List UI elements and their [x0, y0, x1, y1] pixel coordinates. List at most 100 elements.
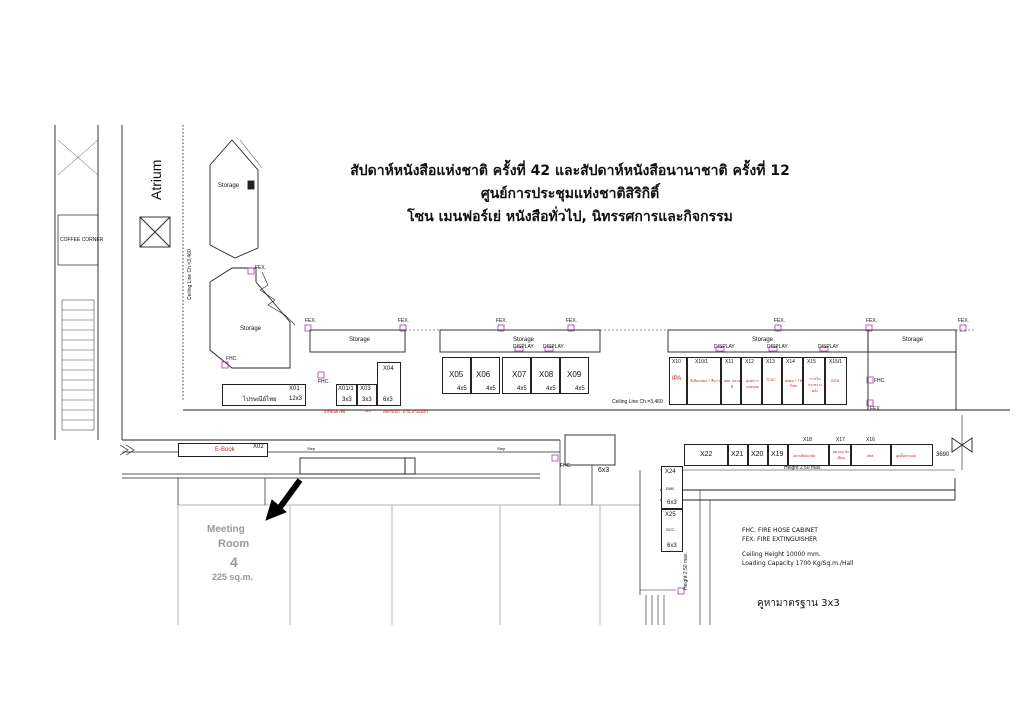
- meeting-room-label: Meeting: [207, 524, 245, 535]
- booth-x12[interactable]: X12 ศูนย์การ แสดงผล: [741, 357, 762, 405]
- booth-size: 6x3: [667, 500, 677, 506]
- meeting-room-word: Room: [218, 538, 250, 550]
- booth-x17[interactable]: X17 สมาคม นักเขียน: [829, 437, 851, 466]
- standard-booth-note: คูหามาตรฐาน 3x3: [757, 598, 840, 609]
- height-note-vertical: Height 2.50 max.: [683, 552, 689, 590]
- booth-id: X15: [807, 359, 816, 365]
- booth-x10-1[interactable]: X10/1 มีเดียแพลน + สีขาว: [687, 357, 721, 405]
- display-label-2: DISPLAY: [543, 344, 564, 350]
- ceiling-line-label-v: Ceiling Line Ch.=3,460: [187, 249, 193, 300]
- fhc-label-3: FHC.: [874, 378, 886, 384]
- booth-x25[interactable]: X25 SCC. 6x3: [661, 509, 683, 552]
- meeting-room-number: 4: [230, 554, 238, 570]
- booth-id: X24: [665, 469, 676, 475]
- step-label-2: Step: [497, 446, 506, 451]
- booth-name: สสสุข + TK Park: [784, 379, 803, 388]
- booth-size: 4x5: [457, 386, 467, 392]
- booth-name: ตลท.: [666, 486, 675, 491]
- fex-label-6: FEX.: [774, 318, 786, 324]
- booth-x10[interactable]: X10 IPA: [669, 357, 687, 405]
- booth-id: X12: [745, 359, 754, 365]
- fex-label-5: FEX.: [566, 318, 578, 324]
- booth-id: X04: [383, 366, 394, 372]
- booth-name: SCB: [831, 378, 840, 383]
- booth-x08[interactable]: X08 4x5: [531, 357, 560, 394]
- booth-x09[interactable]: X09 4x5: [560, 357, 589, 394]
- display-label-1: DISPLAY: [513, 344, 534, 350]
- booth-x01[interactable]: X01 ไปรษณีย์ไทย 12x3: [222, 384, 306, 406]
- fhc-label-1: FHC.: [226, 356, 238, 362]
- booth-id: X06: [476, 370, 491, 379]
- booth-name: SCC.: [666, 527, 676, 532]
- fex-label-8: FEX.: [958, 318, 970, 324]
- booth-size: 6x3: [667, 543, 677, 549]
- meeting-room-size: 225 sq.m.: [212, 572, 254, 582]
- fex-label-1: FEX.: [255, 265, 267, 271]
- ceiling-line-label: Ceiling Line Ch.=3,460: [612, 399, 663, 405]
- booth-id: X19: [771, 451, 784, 458]
- step-label-1: Step: [307, 446, 316, 451]
- zone-name: โซน เมนฟอร์เย่ หนังสือทั่วไป, นิทรรศการแ…: [407, 209, 733, 225]
- booth-x15[interactable]: X15 การเงิน กระทรวง คลัง: [803, 357, 825, 405]
- booth-id: X18: [803, 437, 812, 443]
- booth-x13[interactable]: X13 TCDC: [762, 357, 782, 405]
- booth-id: X15/1: [829, 359, 843, 365]
- booth-x18[interactable]: X18 อบรมศิลปแฟน: [788, 437, 829, 466]
- fex-label-2: FEX.: [305, 318, 317, 324]
- venue-name: ศูนย์การประชุมแห่งชาติสิริกิติ์: [480, 186, 660, 202]
- booth-id: X05: [449, 370, 464, 379]
- booth-x04[interactable]: X04 6x3: [377, 362, 401, 406]
- legend-loading: Loading Capacity 1700 Kg/Sq.m./Hall: [742, 560, 854, 567]
- storage-label-3: Storage: [349, 337, 371, 343]
- booth-x24[interactable]: X24 ตลท. 6x3: [661, 466, 683, 509]
- booth-name: E-Book: [215, 447, 235, 453]
- booth-x20[interactable]: X20: [748, 444, 768, 466]
- booth-size: 4x5: [486, 386, 496, 392]
- booth-id: X10: [672, 359, 681, 365]
- booth-x15-1[interactable]: X15/1 SCB: [825, 357, 847, 405]
- booth-id: X02: [253, 444, 264, 450]
- display-label-5: DISPLAY: [818, 344, 839, 350]
- booth-id: X25: [665, 512, 676, 518]
- booth-id: X21: [731, 451, 744, 458]
- booth-name: สมาคม นักเขียน: [832, 450, 850, 460]
- booth-x16[interactable]: X16 สสส.: [851, 437, 891, 466]
- storage-label-1: Storage: [218, 183, 240, 189]
- booth-size: 3x3: [362, 397, 372, 403]
- booth-x07[interactable]: X07 4x5: [502, 357, 531, 394]
- booth-x11[interactable]: X11 สสส. หลวงผี: [721, 357, 741, 405]
- atrium-label: Atrium: [148, 159, 164, 200]
- booth-x16-extension[interactable]: ดูดยิ้มชาดดด: [891, 444, 933, 466]
- display-label-4: DISPLAY: [767, 344, 788, 350]
- dim-3690: 3690: [936, 452, 950, 458]
- booth-id: X14: [786, 359, 795, 365]
- display-label-3: DISPLAY: [714, 344, 735, 350]
- fex-label-4: FEX.: [496, 318, 508, 324]
- booth-x01-1[interactable]: X01/1 3x3: [336, 384, 357, 406]
- booth-size: 12x3: [289, 396, 303, 402]
- storage-label-5: Storage: [752, 337, 774, 343]
- booth-size: 4x5: [517, 386, 527, 392]
- booth-x06[interactable]: X06 4x5: [471, 357, 500, 394]
- booth-id: X07: [512, 370, 527, 379]
- booth-id: X20: [751, 451, 764, 458]
- booth-x02[interactable]: E-Book X02: [178, 443, 268, 457]
- booth-x03[interactable]: X03 3x3: [357, 384, 377, 406]
- booth-id: X01/1: [338, 386, 354, 392]
- storage-label-4: Storage: [513, 337, 535, 343]
- booth-name: ดูดยิ้มชาดดด: [896, 454, 917, 458]
- fhc-label-4: FHC.: [560, 463, 572, 469]
- booth-name: ไปรษณีย์ไทย: [243, 397, 277, 403]
- booth-x19[interactable]: X19: [768, 444, 788, 466]
- booth-x22[interactable]: X22: [684, 444, 728, 466]
- booth-x21[interactable]: X21: [728, 444, 748, 466]
- booth-x14[interactable]: X14 สสสุข + TK Park: [782, 357, 803, 405]
- booth-id: X09: [567, 370, 582, 379]
- red-label-fuelcell: ไฟฟ้าแบบ : ด่วน-ด้านเดี่ยว: [382, 409, 428, 414]
- coffee-corner-label: COFFEE CORNER: [60, 237, 104, 243]
- booth-id: X01: [289, 386, 300, 392]
- booth-size: 6x3: [383, 397, 393, 403]
- booth-name: TCDC: [766, 378, 776, 382]
- booth-x05[interactable]: X05 4x5: [442, 357, 471, 394]
- booth-name: มีเดียแพลน + สีขาว: [690, 379, 720, 383]
